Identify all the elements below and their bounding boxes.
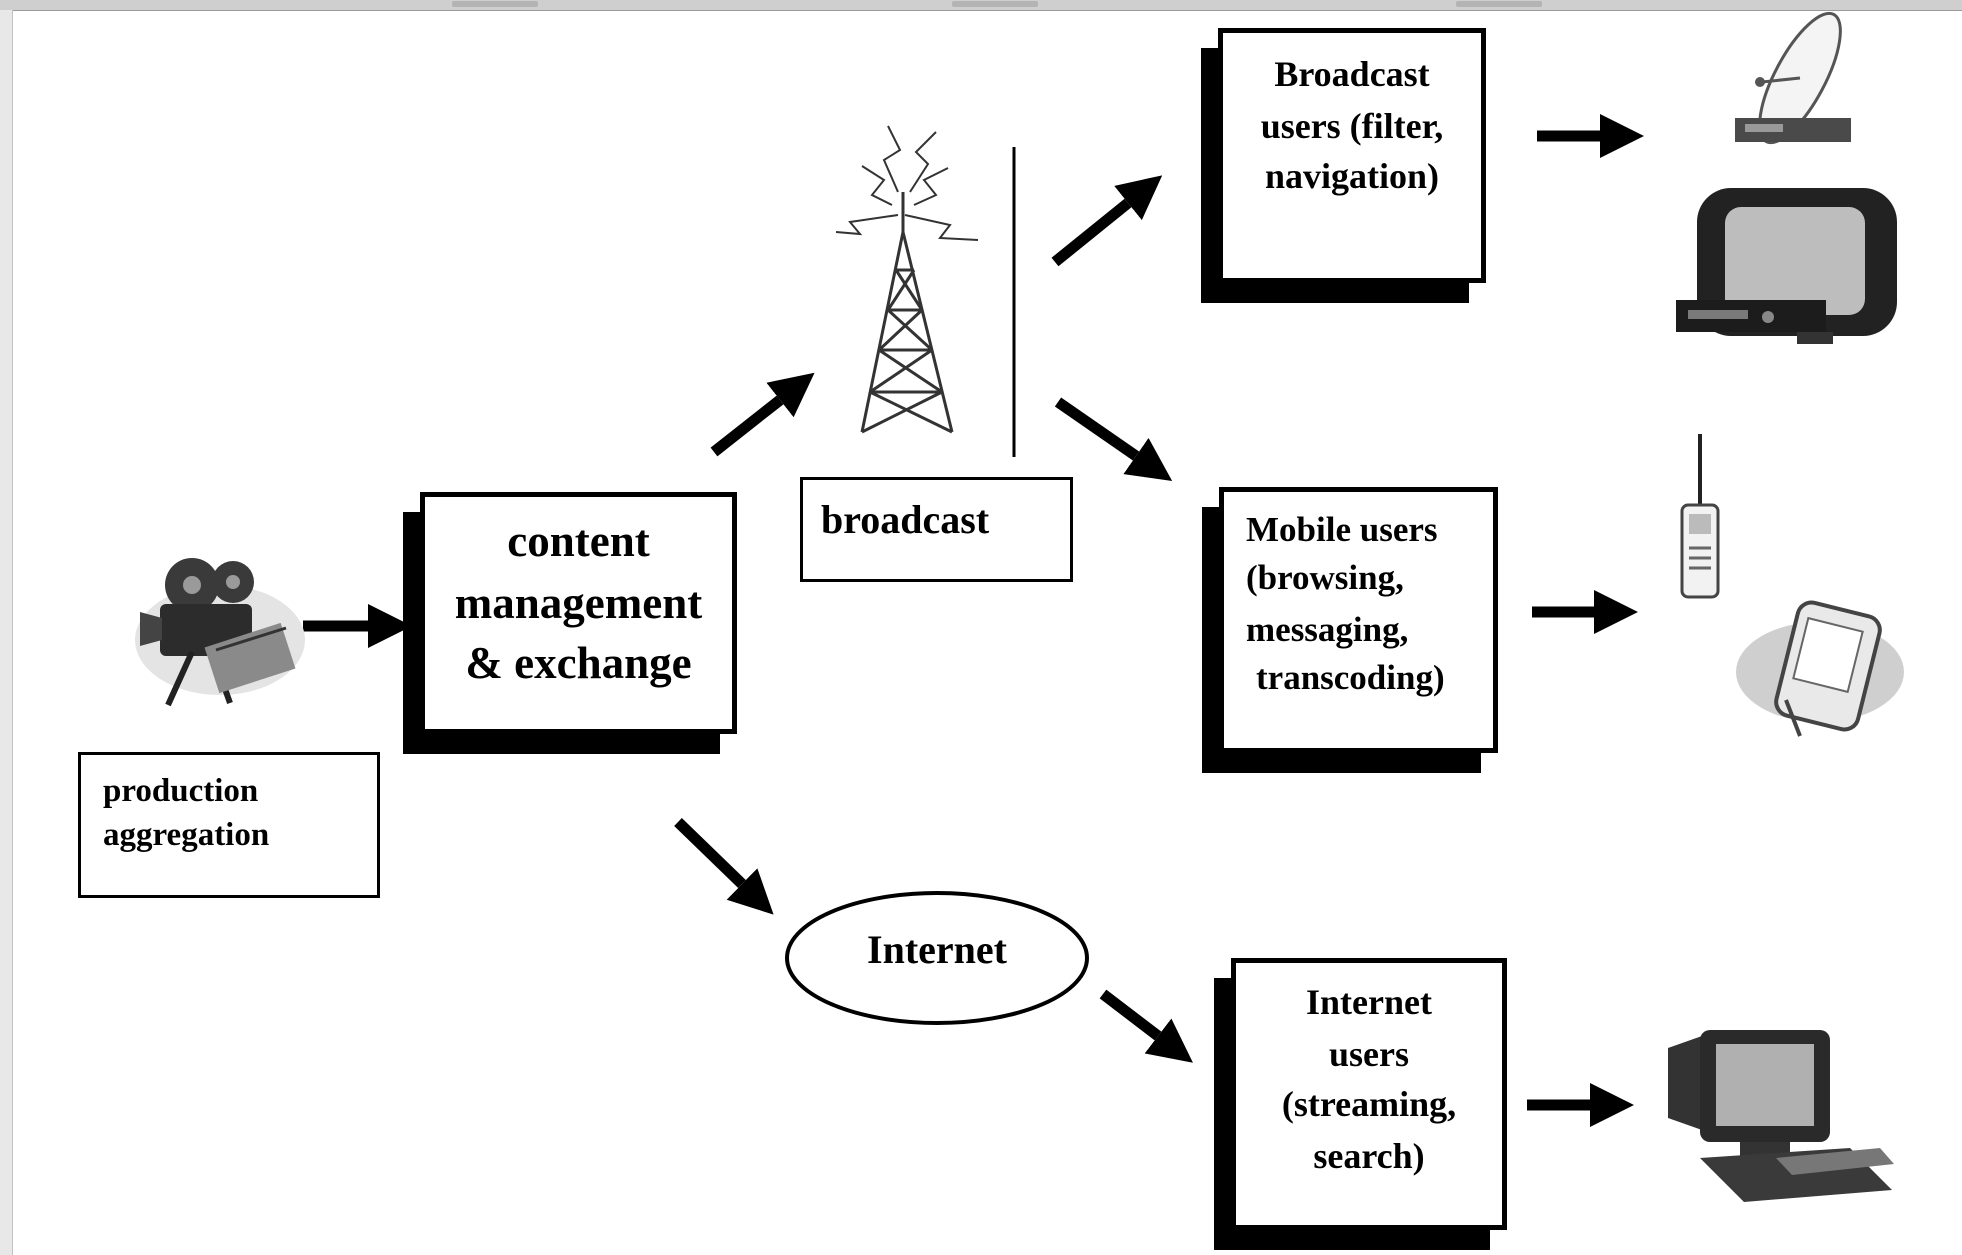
arrow-content-to-broadcast <box>710 372 815 457</box>
production-line-1: production <box>103 773 259 809</box>
movie-camera-icon <box>135 558 305 707</box>
internet-users-line-1: Internet <box>1306 982 1432 1022</box>
content-management-node: content management & exchange <box>420 492 737 734</box>
content-line-2: management <box>454 578 703 628</box>
broadcast-users-line-3: navigation) <box>1264 156 1440 196</box>
internet-users-line-2: users <box>1329 1034 1409 1074</box>
arrow-internet-to-internet-users <box>1099 989 1193 1063</box>
internet-users-line-4: search) <box>1313 1136 1425 1176</box>
desktop-computer-icon <box>1668 1030 1894 1202</box>
mobile-users-line-3: messaging, <box>1246 610 1409 649</box>
scrollbar-grip <box>1456 1 1542 7</box>
broadcast-label: broadcast <box>821 497 990 542</box>
internet-label: Internet <box>867 927 1007 972</box>
internet-ellipse <box>785 891 1089 1025</box>
arrow-broadcast-to-broadcast-users <box>1051 175 1163 267</box>
internet-users-node: Internet users (streaming, search) <box>1231 958 1507 1230</box>
mobile-users-line-2: (browsing, <box>1246 558 1404 597</box>
mobile-users-node: Mobile users (browsing, messaging, trans… <box>1219 487 1498 753</box>
scrollbar-grip <box>952 1 1038 7</box>
broadcast-users-line-1: Broadcast <box>1274 54 1430 94</box>
content-line-1: content <box>507 516 650 566</box>
production-line-2: aggregation <box>103 817 270 853</box>
pda-icon <box>1736 600 1904 737</box>
broadcast-users-line-2: users (filter, <box>1260 106 1444 146</box>
internet-users-line-3: (streaming, <box>1281 1084 1457 1124</box>
satellite-dish-icon <box>1735 11 1851 145</box>
arrow-broadcast-to-mobile-users <box>1054 397 1173 482</box>
radio-tower-icon <box>835 125 979 434</box>
broadcast-node: broadcast <box>800 477 1073 582</box>
mobile-users-line-1: Mobile users <box>1246 510 1438 549</box>
broadcast-users-node: Broadcast users (filter, navigation) <box>1218 28 1486 283</box>
television-icon <box>1676 188 1897 344</box>
scrollbar-grip <box>452 1 538 7</box>
mobile-users-line-4: transcoding) <box>1256 658 1445 697</box>
content-line-3: & exchange <box>465 638 692 688</box>
arrow-content-to-internet <box>674 818 774 915</box>
left-scrollbar[interactable] <box>0 10 13 1255</box>
top-scrollbar[interactable] <box>0 0 1962 11</box>
cell-phone-icon <box>1680 434 1720 599</box>
production-aggregation-node: production aggregation <box>78 752 380 898</box>
